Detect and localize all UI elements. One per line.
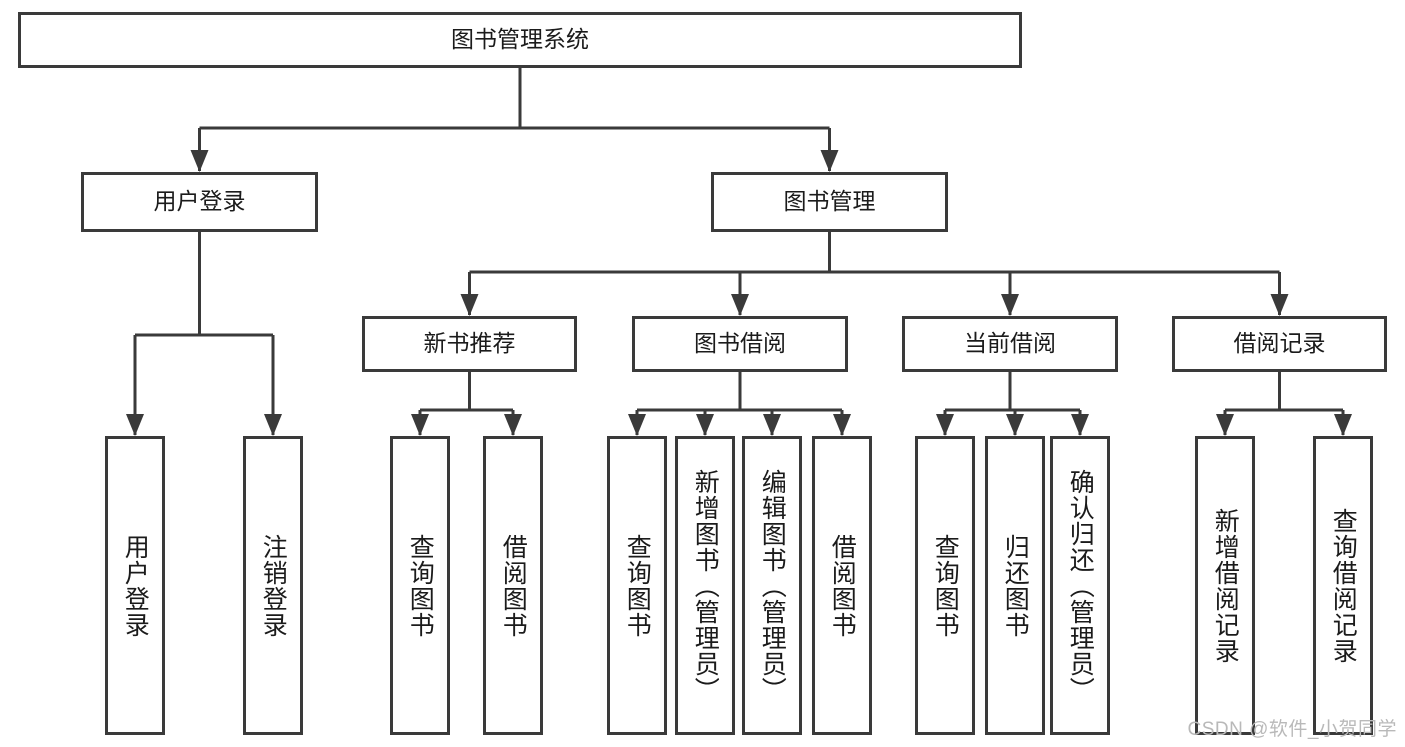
node-current_borrow-box — [902, 316, 1118, 372]
leaf-edit-book-admin-box — [742, 436, 802, 735]
arrow-head-icon-leaf-add-borrow-record — [1216, 414, 1234, 436]
node-borrow_record-box — [1172, 316, 1387, 372]
leaf-query-book-rec[interactable] — [390, 436, 450, 735]
node-user_login-label: 用户登录 — [154, 188, 246, 214]
leaf-add-book-admin-box — [675, 436, 735, 735]
node-borrow_record[interactable]: 借阅记录 — [1172, 316, 1387, 372]
leaf-query-borrow-record[interactable] — [1313, 436, 1373, 735]
node-book_borrow-box — [632, 316, 848, 372]
leaf-confirm-return-admin[interactable] — [1050, 436, 1110, 735]
leaf-query-borrow-record-box — [1313, 436, 1373, 735]
node-book_manage-label: 图书管理 — [784, 188, 876, 214]
arrow-head-icon-leaf-borrow-book-rec — [504, 414, 522, 436]
connector-layer — [126, 68, 1352, 436]
arrow-head-icon-leaf-query-book-current — [936, 414, 954, 436]
leaf-add-borrow-record-box — [1195, 436, 1255, 735]
arrow-head-icon-borrow_record — [1270, 294, 1289, 316]
arrow-head-icon-user_login — [190, 150, 209, 172]
arrow-head-icon-leaf-borrow-book — [833, 414, 851, 436]
leaf-logout[interactable] — [243, 436, 303, 735]
arrow-head-icon-leaf-query-book-borrow — [628, 414, 646, 436]
arrow-head-icon-leaf-edit-book-admin — [763, 414, 781, 436]
arrow-head-icon-new_book_rec — [460, 294, 479, 316]
leaf-query-book-borrow-box — [607, 436, 667, 735]
leaf-query-book-current[interactable] — [915, 436, 975, 735]
node-borrow_record-label: 借阅记录 — [1234, 330, 1326, 356]
leaf-confirm-return-admin-box — [1050, 436, 1110, 735]
leaf-edit-book-admin[interactable] — [742, 436, 802, 735]
arrow-head-icon-book_manage — [820, 150, 839, 172]
leaf-borrow-book-box — [812, 436, 872, 735]
leaf-query-book-borrow[interactable] — [607, 436, 667, 735]
arrow-head-icon-leaf-return-book — [1006, 414, 1024, 436]
leaf-query-book-rec-box — [390, 436, 450, 735]
node-book_borrow-label: 图书借阅 — [694, 330, 786, 356]
leaf-return-book[interactable] — [985, 436, 1045, 735]
arrow-head-icon-leaf-user-login — [126, 414, 144, 436]
arrow-head-icon-leaf-query-borrow-record — [1334, 414, 1352, 436]
node-new_book_rec-label: 新书推荐 — [424, 330, 516, 356]
node-book_manage-box — [711, 172, 948, 232]
node-book_manage[interactable]: 图书管理 — [711, 172, 948, 232]
root-node-title[interactable]: 图书管理系统 — [18, 12, 1022, 68]
node-user_login[interactable]: 用户登录 — [81, 172, 318, 232]
leaf-borrow-book-rec-box — [483, 436, 543, 735]
leaf-query-book-current-box — [915, 436, 975, 735]
arrow-head-icon-current_borrow — [1001, 294, 1019, 316]
leaf-add-book-admin[interactable] — [675, 436, 735, 735]
node-current_borrow[interactable]: 当前借阅 — [902, 316, 1118, 372]
leaf-logout-box — [243, 436, 303, 735]
root-node-title-box — [18, 12, 1022, 68]
leaf-user-login[interactable] — [105, 436, 165, 735]
node-current_borrow-label: 当前借阅 — [964, 330, 1056, 356]
arrow-head-icon-book_borrow — [731, 294, 749, 316]
watermark-text: CSDN @软件_小贺同学 — [1187, 719, 1397, 740]
node-new_book_rec-box — [362, 316, 577, 372]
leaf-add-borrow-record[interactable] — [1195, 436, 1255, 735]
leaf-borrow-book-rec[interactable] — [483, 436, 543, 735]
arrow-head-icon-leaf-logout — [264, 414, 282, 436]
arrow-head-icon-leaf-query-book-rec — [411, 414, 429, 436]
arrow-head-icon-leaf-add-book-admin — [696, 414, 714, 436]
node-book_borrow[interactable]: 图书借阅 — [632, 316, 848, 372]
leaf-return-book-box — [985, 436, 1045, 735]
arrow-head-icon-leaf-confirm-return-admin — [1071, 414, 1089, 436]
node-user_login-box — [81, 172, 318, 232]
root-node-label: 图书管理系统 — [451, 26, 589, 52]
leaf-borrow-book[interactable] — [812, 436, 872, 735]
node-new_book_rec[interactable]: 新书推荐 — [362, 316, 577, 372]
leaf-user-login-box — [105, 436, 165, 735]
